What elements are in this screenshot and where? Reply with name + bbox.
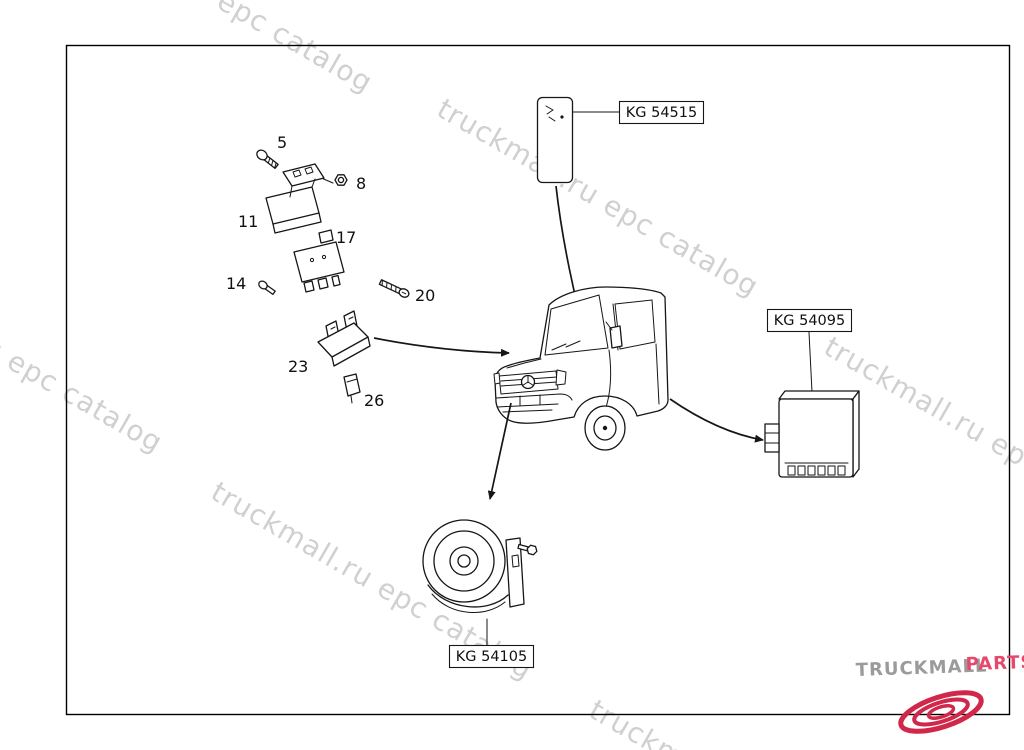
diagram-border (65, 44, 1011, 716)
logo-name-text: TRUCKMALL (855, 655, 987, 681)
callout-26: 26 (364, 391, 384, 410)
callout-23: 23 (288, 357, 308, 376)
part-label-kg54105: KG 54105 (448, 644, 535, 669)
part-number-kg54095: KG 54095 (774, 313, 845, 329)
logo-suffix-text: PARTS (965, 652, 1024, 675)
part-23-bracket (317, 310, 371, 367)
part-label-kg54095: KG 54095 (766, 308, 853, 333)
part-5-bolt (256, 149, 279, 170)
part-number-kg54515: KG 54515 (626, 105, 697, 121)
callout-8: 8 (356, 174, 366, 193)
part-11-relay-bracket (265, 163, 325, 234)
callout-20: 20 (415, 286, 435, 305)
horn-drawing (422, 519, 538, 613)
part-20-screw (378, 279, 410, 298)
arrow-van-to-horn (487, 402, 512, 500)
arrow-van-to-module (669, 398, 764, 443)
control-module-drawing (764, 390, 860, 478)
part-17-relay (293, 229, 345, 293)
part-label-kg54515: KG 54515 (618, 100, 705, 125)
leader-kg54095 (808, 331, 813, 393)
callout-5: 5 (277, 133, 287, 152)
callout-17: 17 (336, 228, 356, 247)
callout-11: 11 (238, 212, 258, 231)
part-14-screw (258, 280, 276, 296)
logo-swirl-icon (898, 690, 984, 734)
part-number-kg54105: KG 54105 (456, 649, 527, 665)
door-switch-drawing (536, 96, 574, 184)
arrow-cluster-to-van (373, 337, 510, 357)
part-26-clip (343, 373, 361, 404)
van-drawing (493, 286, 669, 451)
truckmall-logo: TRUCKMALL PARTS (855, 652, 1024, 734)
callout-14: 14 (226, 274, 246, 293)
